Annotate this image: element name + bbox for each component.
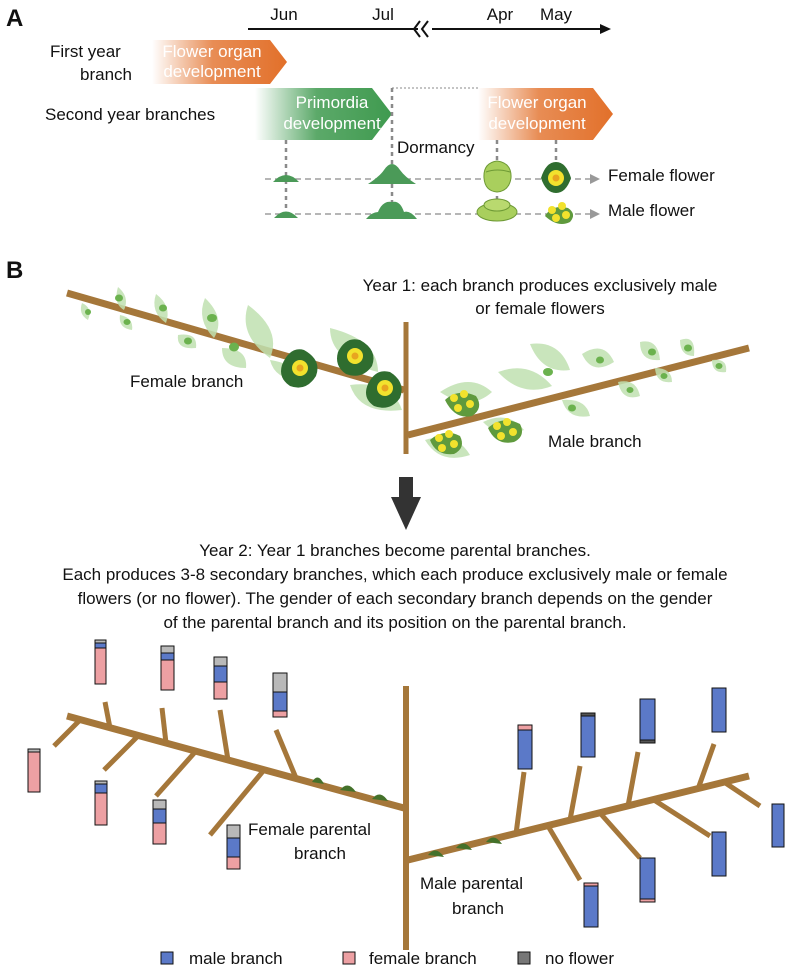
female-branch-label: Female branch bbox=[130, 372, 243, 391]
branch-bar bbox=[711, 687, 727, 733]
axis-break-icon bbox=[412, 20, 429, 38]
arrow-icon bbox=[590, 209, 600, 219]
male-flower-icon bbox=[430, 430, 462, 455]
leaf-buds bbox=[85, 294, 239, 352]
male-flower-label: Male flower bbox=[608, 201, 695, 220]
panel-letter-a: A bbox=[6, 5, 23, 32]
panel-letter-b: B bbox=[6, 257, 23, 284]
down-arrow-icon bbox=[391, 477, 421, 530]
stage-arrow-flower-organ bbox=[478, 88, 613, 140]
branch-bar bbox=[27, 748, 41, 793]
stage-arrow-primordia bbox=[255, 88, 392, 140]
primordium-icon bbox=[274, 211, 298, 218]
stage-label: development bbox=[283, 114, 381, 133]
secondary-branch-bars bbox=[27, 639, 288, 870]
leaf-buds bbox=[543, 344, 723, 412]
branch-bar bbox=[94, 639, 107, 685]
branch-bar bbox=[580, 712, 596, 758]
male-flower-icon bbox=[488, 418, 522, 443]
year1-caption: or female flowers bbox=[475, 299, 604, 318]
month-label: Jun bbox=[270, 5, 297, 24]
legend: male branch female branch no flower bbox=[160, 949, 614, 968]
legend-swatch bbox=[517, 951, 531, 965]
stage-label: Flower organ bbox=[162, 42, 261, 61]
branch-bar bbox=[517, 724, 533, 770]
branch-bar bbox=[226, 824, 241, 870]
female-parental-label: branch bbox=[294, 844, 346, 863]
leaves bbox=[80, 287, 402, 411]
timeline: Jun Jul Apr May bbox=[248, 5, 611, 38]
stage-label: Flower organ bbox=[487, 93, 586, 112]
female-flower-icon bbox=[366, 371, 402, 408]
second-year-label: Second year branches bbox=[45, 105, 215, 124]
branch-bar bbox=[639, 698, 656, 744]
male-flower-icon bbox=[445, 390, 480, 417]
year1-caption: Year 1: each branch produces exclusively… bbox=[363, 276, 718, 295]
stage-label: development bbox=[488, 114, 586, 133]
stage-label: development bbox=[163, 62, 261, 81]
arrow-icon bbox=[590, 174, 600, 184]
dormant-buds bbox=[312, 777, 502, 857]
stage-label: Primordia bbox=[296, 93, 369, 112]
branch-bar bbox=[94, 780, 108, 826]
branch-bar bbox=[160, 645, 175, 691]
primordium-icon bbox=[273, 175, 299, 182]
legend-label: no flower bbox=[545, 949, 614, 968]
first-year-label: branch bbox=[80, 65, 132, 84]
branch-bar bbox=[152, 799, 167, 845]
branch-bar bbox=[639, 857, 656, 903]
male-parental-label: branch bbox=[452, 899, 504, 918]
flower-rows bbox=[265, 178, 592, 215]
dormancy-label: Dormancy bbox=[397, 138, 475, 157]
branch-bar bbox=[583, 882, 599, 928]
female-flower-icon bbox=[541, 162, 571, 193]
male-branch-label: Male branch bbox=[548, 432, 642, 451]
primordium-icon bbox=[368, 164, 416, 184]
branch-bar bbox=[771, 803, 785, 848]
branch-bar bbox=[213, 656, 228, 700]
first-year-label: First year bbox=[50, 42, 121, 61]
year2-caption: Year 2: Year 1 branches become parental … bbox=[199, 541, 591, 560]
year2-caption: Each produces 3-8 secondary branches, wh… bbox=[62, 565, 727, 584]
legend-label: male branch bbox=[189, 949, 283, 968]
month-label: May bbox=[540, 5, 573, 24]
male-parental-label: Male parental bbox=[420, 874, 523, 893]
female-flower-label: Female flower bbox=[608, 166, 715, 185]
branch-bar bbox=[711, 831, 727, 877]
month-label: Apr bbox=[487, 5, 514, 24]
branch-bar bbox=[272, 672, 288, 718]
stage-arrow-flower-organ bbox=[152, 40, 287, 84]
male-flower-icon bbox=[545, 202, 574, 224]
female-flower-icon bbox=[281, 349, 318, 388]
female-bud-icon bbox=[483, 160, 512, 193]
year2-caption: flowers (or no flower). The gender of ea… bbox=[78, 589, 713, 608]
month-label: Jul bbox=[372, 5, 394, 24]
secondary-branch-bars bbox=[517, 687, 785, 928]
male-bud-icon bbox=[476, 198, 518, 222]
female-parental-label: Female parental bbox=[248, 820, 371, 839]
legend-label: female branch bbox=[369, 949, 477, 968]
primordium-icon bbox=[366, 201, 417, 219]
year2-caption: of the parental branch and its position … bbox=[163, 613, 626, 632]
legend-swatch bbox=[160, 951, 174, 965]
female-flower-icon bbox=[337, 339, 374, 376]
legend-swatch bbox=[342, 951, 356, 965]
